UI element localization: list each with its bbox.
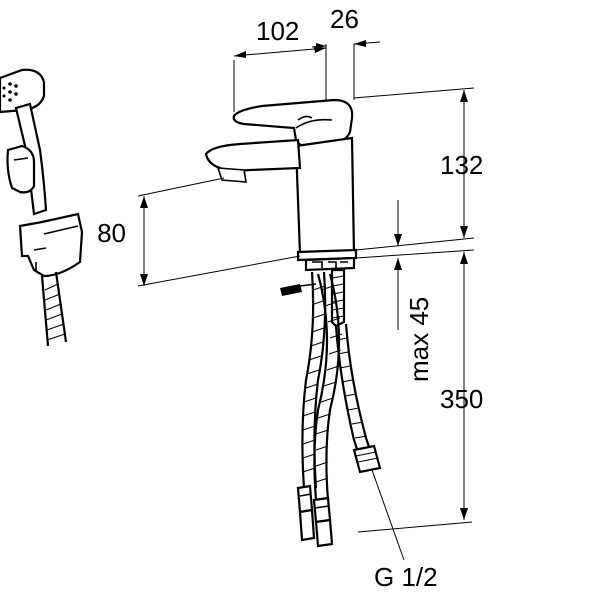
dim-body-height: 132: [440, 150, 483, 180]
dim-handle-offset: 26: [330, 4, 359, 34]
dim-max-deck: max 45: [404, 297, 434, 382]
dim-spout-reach: 102: [256, 16, 299, 46]
spray-holes: [2, 82, 18, 102]
faucet: [204, 98, 358, 328]
dimension-lines: [137, 40, 475, 561]
dim-hose-length: 350: [440, 384, 483, 414]
hand-shower: [0, 68, 84, 347]
flexible-hoses: [296, 271, 382, 548]
dimension-labels: 102 26 132 80 max 45 350 G 1/2: [97, 4, 483, 592]
dim-spout-height: 80: [97, 218, 126, 248]
dim-connection-thread: G 1/2: [374, 562, 438, 592]
